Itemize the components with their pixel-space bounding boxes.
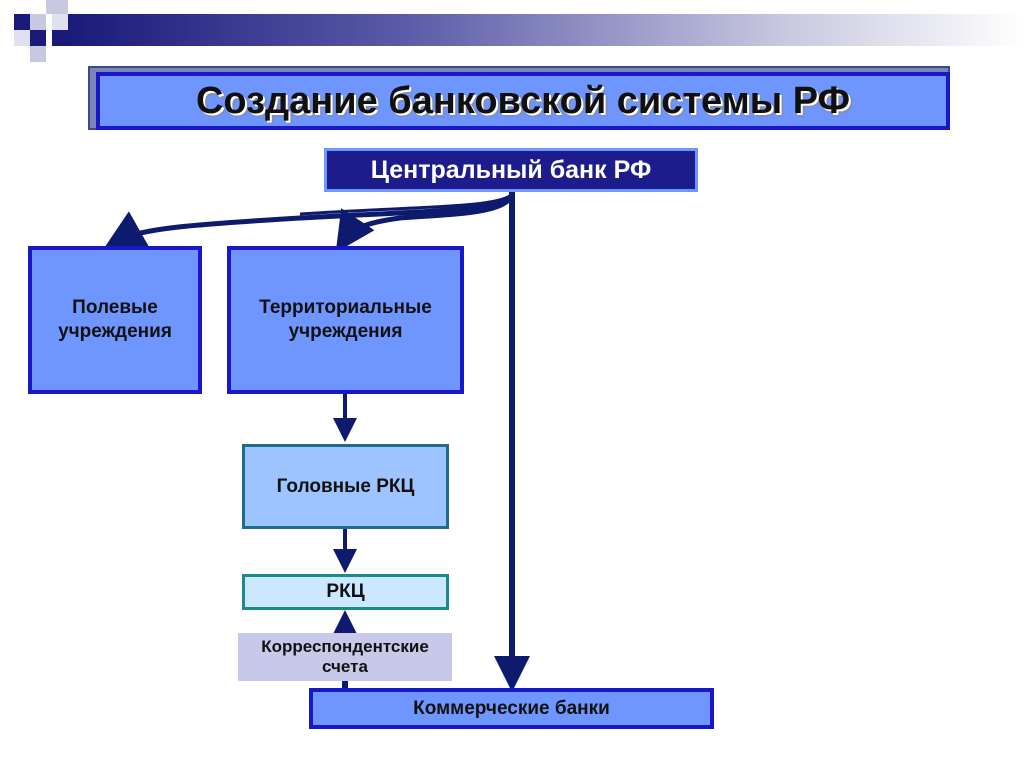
- deco-square: [30, 30, 46, 46]
- deco-square: [52, 30, 68, 46]
- deco-square: [30, 14, 46, 30]
- central-bank-label: Центральный банк РФ: [370, 155, 652, 184]
- arrow-cb-to-field: [103, 192, 515, 249]
- correspondent-accounts-label: Корреспондентские счета: [261, 636, 429, 676]
- arrow-cb-to-territorial: [335, 193, 515, 253]
- deco-square: [52, 14, 68, 30]
- commercial-banks-label: Коммерческие банки: [413, 697, 610, 719]
- central-bank-box: Центральный банк РФ: [324, 148, 698, 192]
- title-box: Создание банковской системы РФ: [96, 72, 950, 130]
- slide-title: Создание банковской системы РФ: [195, 79, 851, 122]
- correspondent-accounts-box: Корреспондентские счета: [238, 633, 452, 681]
- rkc-box: РКЦ: [242, 574, 449, 610]
- head-rkc-label: Головные РКЦ: [276, 475, 415, 497]
- head-rkc-box: Головные РКЦ: [242, 444, 449, 529]
- deco-square: [30, 46, 46, 62]
- territorial-institutions-box: Территориальные учреждения: [227, 246, 464, 394]
- deco-square: [46, 0, 68, 14]
- field-institutions-label: Полевые учреждения: [58, 297, 172, 342]
- deco-square: [14, 30, 30, 46]
- commercial-banks-box: Коммерческие банки: [309, 688, 714, 729]
- rkc-label: РКЦ: [326, 581, 365, 603]
- territorial-institutions-label: Территориальные учреждения: [259, 297, 432, 342]
- field-institutions-box: Полевые учреждения: [28, 246, 202, 394]
- deco-square: [14, 14, 30, 30]
- arrow-cb-to-territorial-2: [409, 193, 514, 214]
- header-gradient-bar: [68, 14, 1024, 46]
